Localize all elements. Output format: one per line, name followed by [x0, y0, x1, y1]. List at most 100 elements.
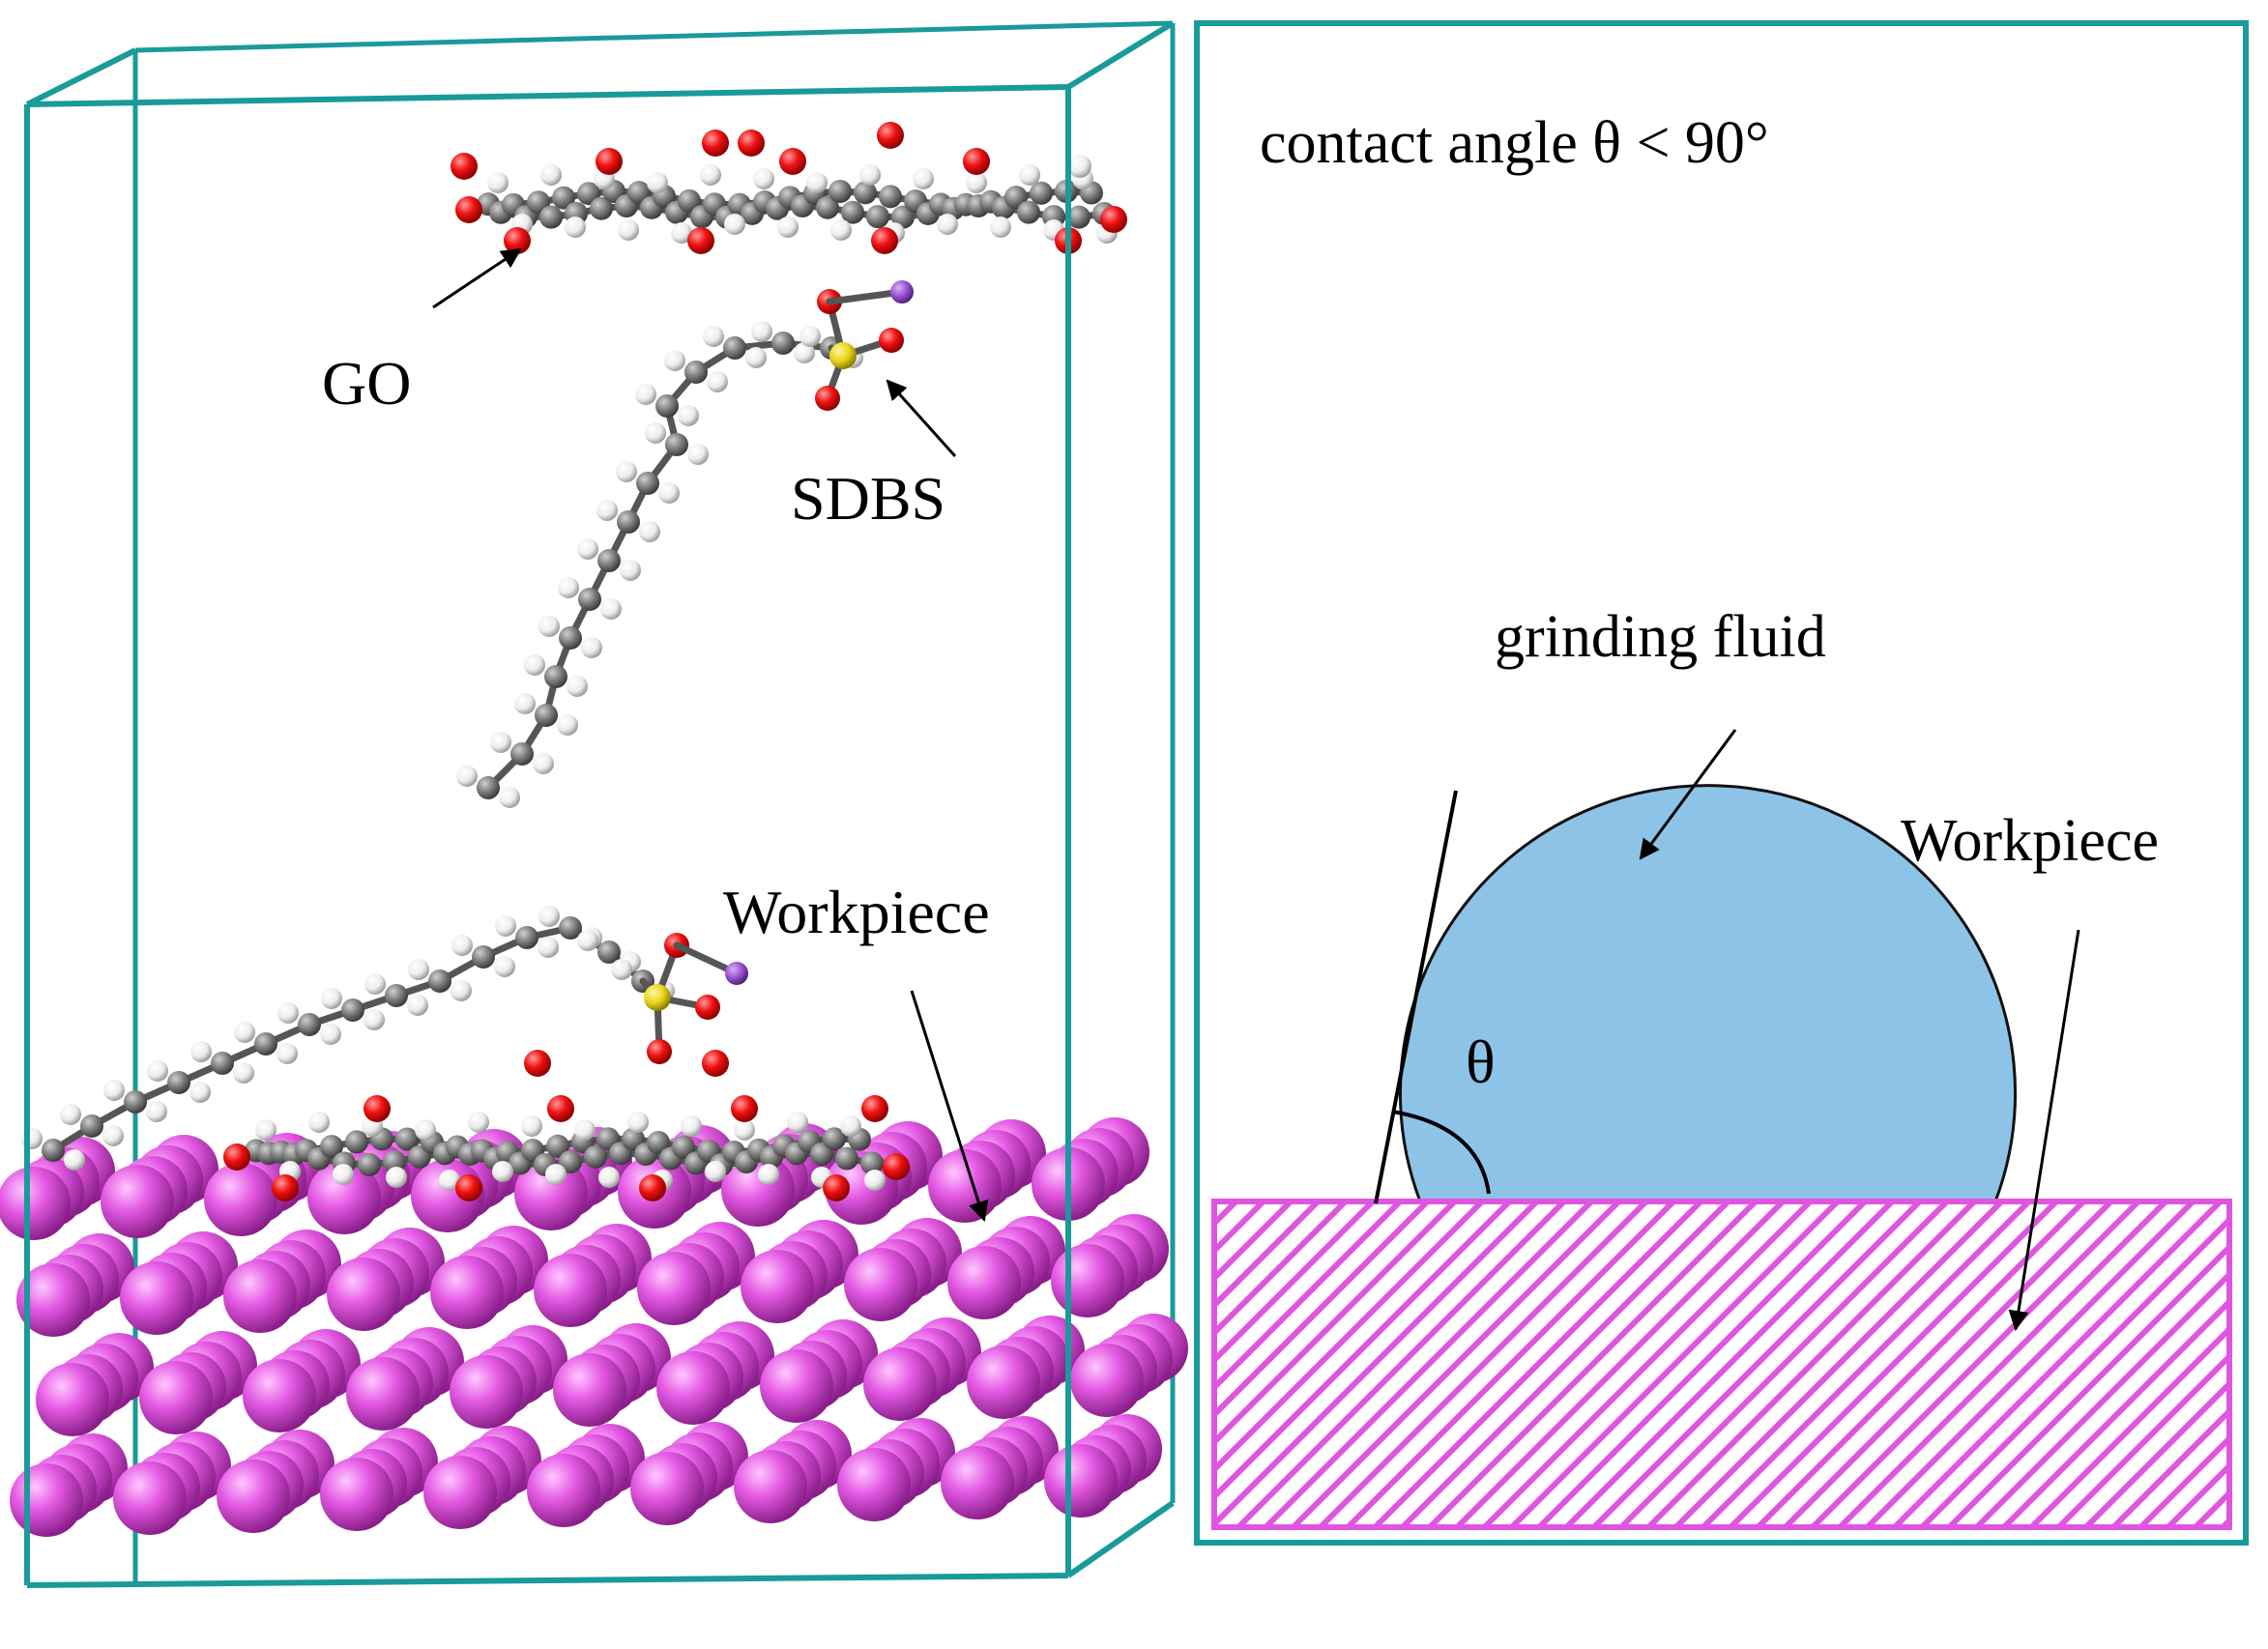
- carbon-atom: [1017, 200, 1040, 224]
- hydrogen-atom: [707, 371, 728, 392]
- workpiece-atom: [941, 1446, 1014, 1519]
- hydrogen-atom: [189, 1082, 211, 1103]
- carbon-atom: [559, 1150, 582, 1174]
- hydrogen-atom: [147, 1060, 168, 1082]
- oxygen-atom: [455, 1174, 482, 1201]
- oxygen-atom: [639, 1174, 666, 1201]
- workpiece-arrow-left: [910, 990, 989, 1223]
- carbon-atom: [597, 549, 621, 572]
- hydrogen-atom: [864, 1170, 886, 1191]
- chemical-bond: [826, 288, 906, 305]
- hydrogen-atom: [800, 326, 821, 347]
- carbon-atom: [546, 1134, 569, 1158]
- hydrogen-atom: [487, 172, 509, 193]
- hydrogen-atom: [494, 956, 515, 977]
- carbon-atom: [298, 1013, 321, 1036]
- hydrogen-atom: [451, 935, 473, 956]
- hydrogen-atom: [492, 1161, 513, 1182]
- hydrogen-atom: [276, 1043, 298, 1064]
- carbon-atom: [617, 510, 640, 534]
- carbon-atom: [559, 916, 582, 940]
- hydrogen-atom: [1068, 155, 1091, 178]
- hydrogen-atom: [658, 482, 680, 504]
- hydrogen-atom: [966, 172, 987, 193]
- carbon-atom: [636, 472, 659, 495]
- carbon-atom: [345, 1130, 368, 1154]
- hydrogen-atom: [724, 214, 745, 235]
- workpiece-atom: [101, 1165, 174, 1238]
- carbon-atom: [665, 433, 688, 456]
- hydrogen-atom: [753, 168, 774, 189]
- carbon-atom: [472, 945, 495, 969]
- hydrogen-atom: [627, 1112, 649, 1133]
- hydrogen-atom: [913, 168, 934, 189]
- workpiece-atom: [760, 1349, 833, 1423]
- oxygen-atom: [861, 1095, 888, 1122]
- carbon-atom: [510, 742, 534, 766]
- hydrogen-atom: [321, 988, 342, 1009]
- workpiece-atom: [10, 1463, 83, 1537]
- hydrogen-atom: [567, 676, 588, 697]
- hydrogen-atom: [233, 1062, 254, 1084]
- hydrogen-atom: [451, 980, 472, 1001]
- hydrogen-atom: [320, 1024, 341, 1045]
- hydrogen-atom: [581, 637, 602, 658]
- oxygen-atom: [877, 122, 904, 149]
- md-simulation-panel: GO SDBS Workpiece: [0, 20, 1188, 1588]
- go-arrow: [432, 247, 522, 309]
- workpiece-atom: [423, 1456, 497, 1529]
- sulfur-atom: [829, 342, 857, 369]
- molecules: [21, 122, 1127, 1201]
- carbon-atom: [1067, 205, 1090, 229]
- hydrogen-atom: [574, 1119, 596, 1141]
- workpiece-atom: [863, 1347, 937, 1421]
- go-label: GO: [322, 349, 411, 418]
- carbon-atom: [167, 1071, 190, 1094]
- workpiece-atom: [947, 1246, 1021, 1319]
- hydrogen-atom: [514, 693, 536, 714]
- workpiece-atom: [139, 1361, 213, 1434]
- workpiece-atom: [243, 1359, 316, 1432]
- grinding-fluid-arrow: [1639, 729, 1737, 860]
- carbon-atom: [80, 1114, 103, 1138]
- workpiece-atom: [307, 1161, 381, 1234]
- oxygen-atom: [702, 1050, 729, 1077]
- hydrogen-atom: [538, 616, 560, 637]
- workpiece-atom: [837, 1448, 911, 1521]
- oxygen-atom: [815, 386, 840, 411]
- carbon-atom: [42, 1139, 65, 1162]
- carbon-atom: [254, 1032, 277, 1056]
- contact-angle-panel: contact angle θ < 90° θ grinding fluid W…: [1194, 20, 2249, 1546]
- carbon-atom: [535, 704, 558, 727]
- carbon-atom: [829, 180, 852, 204]
- hydrogen-atom: [664, 350, 685, 371]
- theta-label: θ: [1466, 1027, 1496, 1096]
- oxygen-atom: [879, 328, 904, 353]
- oxygen-atom: [883, 1153, 910, 1180]
- hydrogen-atom: [1019, 164, 1040, 186]
- simulation-box-front-edges: [24, 20, 1175, 1588]
- carbon-atom: [395, 1127, 419, 1151]
- hydrogen-atom: [386, 1167, 407, 1188]
- workpiece-atom: [741, 1250, 814, 1323]
- hydrogen-atom: [499, 787, 520, 808]
- workpiece-atom: [1051, 1244, 1124, 1317]
- carbon-atom: [515, 926, 538, 949]
- workpiece-atom: [534, 1254, 607, 1327]
- hydrogen-atom: [616, 461, 637, 482]
- hydrogen-atom: [840, 1115, 861, 1137]
- hydrogen-atom: [806, 172, 828, 193]
- carbon-atom: [854, 181, 877, 205]
- workpiece-atom: [630, 1452, 704, 1525]
- hydrogen-atom: [408, 959, 429, 980]
- carbon-atom: [385, 984, 408, 1007]
- workpiece-atom: [430, 1256, 504, 1329]
- oxygen-atom: [731, 1095, 758, 1122]
- sodium-atom: [890, 280, 914, 304]
- contact-angle-arc: [1391, 1110, 1491, 1195]
- workpiece-atom: [204, 1163, 277, 1236]
- carbon-atom: [835, 1146, 858, 1171]
- workpiece-atom: [734, 1450, 807, 1523]
- carbon-atom: [672, 1135, 695, 1159]
- hydrogen-atom: [524, 654, 545, 676]
